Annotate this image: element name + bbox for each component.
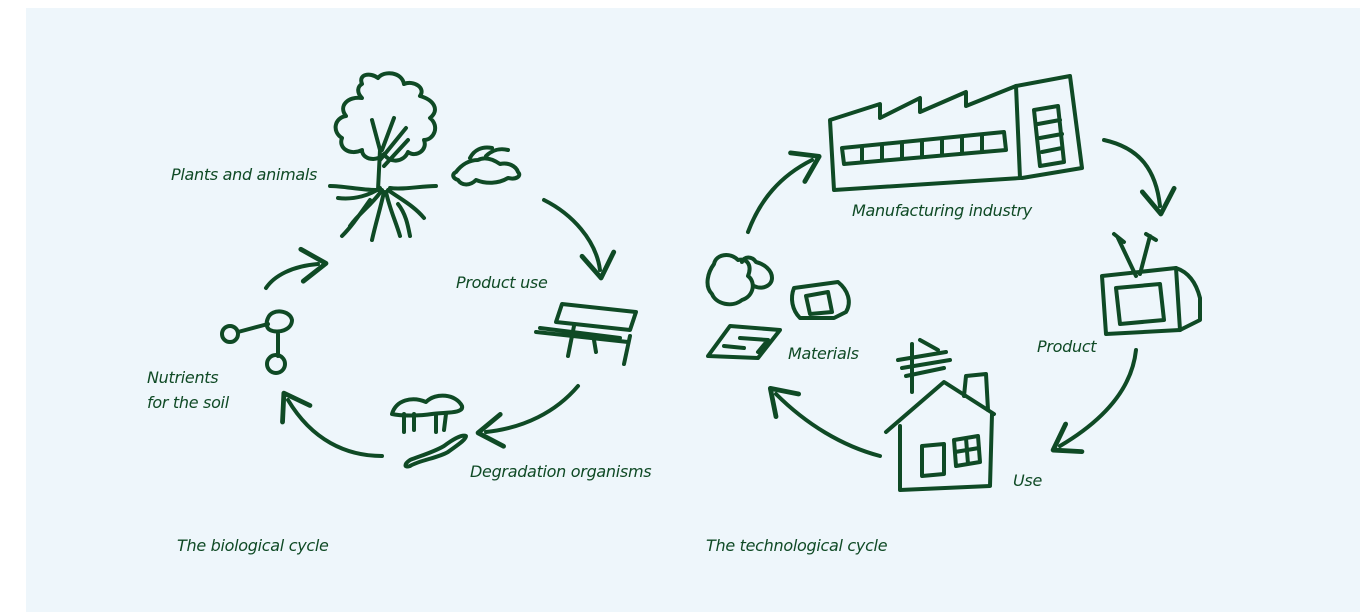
mushroom-icon [390, 393, 464, 434]
bench-icon [534, 302, 638, 366]
label-product-use: Product use [456, 273, 548, 292]
label-manufacturing-industry: Manufacturing industry [852, 201, 1032, 220]
label-product: Product [1037, 337, 1097, 356]
arrow-materials-to-manufacturing [746, 150, 822, 234]
house-icon [884, 338, 996, 492]
label-degradation-organisms: Degradation organisms [470, 462, 652, 481]
label-use: Use [1013, 471, 1042, 490]
diagram-panel [26, 8, 1360, 612]
arrow-animals-to-product [542, 198, 617, 281]
arrow-degradation-to-nutrients [280, 390, 384, 458]
rabbit-icon [451, 145, 522, 187]
title-biological-cycle: The biological cycle [177, 536, 329, 555]
worm-icon [403, 433, 468, 469]
factory-icon [828, 74, 1084, 192]
title-technological-cycle: The technological cycle [706, 536, 888, 555]
tv-icon [1100, 232, 1202, 336]
tree-icon [328, 71, 438, 242]
arrow-nutrients-to-plants [264, 246, 329, 290]
label-materials: Materials [788, 344, 859, 363]
arrow-product-to-degradation [475, 384, 580, 449]
label-nutrients-line2: for the soil [147, 393, 229, 412]
arrow-use-to-materials [767, 385, 882, 458]
arrow-product-to-use [1050, 348, 1138, 455]
label-nutrients-line1: Nutrients [147, 368, 219, 387]
materials-icon [705, 253, 851, 360]
molecule-icon [220, 309, 294, 375]
label-plants-and-animals: Plants and animals [171, 165, 318, 184]
arrow-manufacturing-to-product [1102, 138, 1177, 217]
